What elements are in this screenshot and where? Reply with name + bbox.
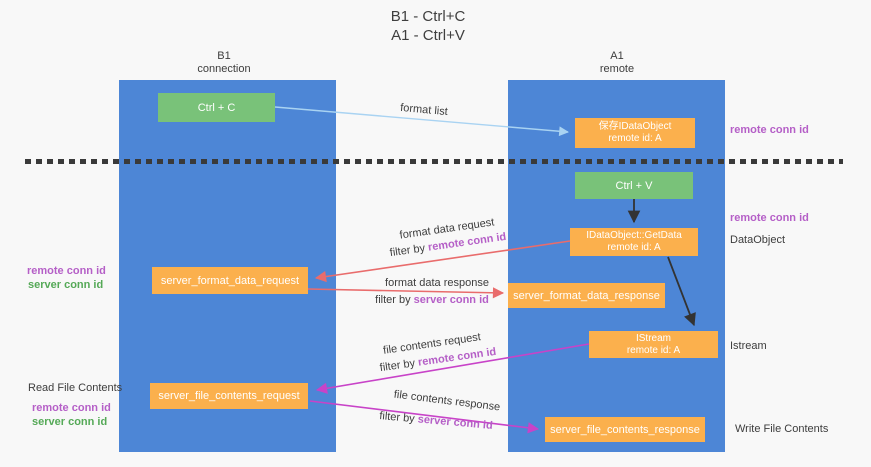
lane-a1-name: A1 bbox=[610, 50, 624, 62]
idataobject-getdata-box: IDataObject::GetData remote id: A bbox=[570, 228, 698, 256]
server-format-data-response-label: server_format_data_response bbox=[513, 289, 660, 302]
write-file-contents-label: Write File Contents bbox=[735, 423, 829, 435]
server-conn-id-side-label-left: server conn id bbox=[28, 279, 104, 291]
server-file-contents-response-label: server_file_contents_response bbox=[550, 423, 700, 436]
istream-line2: remote id: A bbox=[626, 344, 681, 356]
server-file-contents-request-box: server_file_contents_request bbox=[150, 383, 308, 409]
read-file-contents-label: Read File Contents bbox=[28, 382, 123, 394]
ctrl-c-label: Ctrl + C bbox=[197, 101, 236, 114]
machine-boundary-divider bbox=[25, 159, 843, 164]
getdata-line2: remote id: A bbox=[607, 242, 661, 253]
diagram-title: B1 - Ctrl+C A1 - Ctrl+V bbox=[391, 7, 466, 45]
lane-a1-subtitle: remote bbox=[599, 63, 635, 75]
getdata-line1: IDataObject::GetData bbox=[586, 230, 682, 241]
server-file-contents-response-box: server_file_contents_response bbox=[545, 417, 705, 442]
filter-by-text: filter by bbox=[378, 410, 416, 426]
istream-box: IStream remote id: A bbox=[589, 331, 718, 358]
server-conn-id-text: server conn id bbox=[413, 294, 489, 306]
server-format-data-request-label: server_format_data_request bbox=[160, 274, 300, 287]
lane-header-b1: B1 connection bbox=[197, 50, 250, 76]
lane-b1-subtitle: connection bbox=[197, 63, 251, 75]
filter-by-text: filter by bbox=[375, 294, 411, 306]
title-line-1: B1 - Ctrl+C bbox=[390, 8, 466, 25]
format-list-label: format list bbox=[399, 101, 449, 119]
dataobject-side-label: DataObject bbox=[730, 234, 786, 246]
save-idataobject-line1: 保存IDataObject bbox=[598, 121, 672, 132]
filter-by-text: filter by bbox=[379, 357, 416, 375]
save-idataobject-line2: remote id: A bbox=[608, 133, 662, 144]
ctrl-v-box: Ctrl + V bbox=[575, 172, 693, 199]
filter-by-server-conn-id-label-2: filter by server conn id bbox=[379, 410, 493, 432]
filter-by-text: filter by bbox=[389, 242, 426, 260]
server-conn-id-text: server conn id bbox=[417, 413, 494, 432]
ctrl-c-box: Ctrl + C bbox=[158, 93, 275, 122]
save-idataobject-box: 保存IDataObject remote id: A bbox=[575, 118, 695, 148]
format-data-response-label: format data response bbox=[385, 277, 489, 289]
lane-b1-name: B1 bbox=[217, 50, 231, 62]
server-format-data-request-box: server_format_data_request bbox=[152, 267, 308, 294]
server-file-contents-request-label: server_file_contents_request bbox=[158, 390, 300, 402]
lane-header-a1: A1 remote bbox=[600, 50, 634, 76]
ctrl-v-label: Ctrl + V bbox=[615, 179, 653, 192]
file-contents-response-label: file contents response bbox=[393, 388, 501, 414]
remote-conn-id-side-label-mid: remote conn id bbox=[730, 212, 809, 224]
remote-conn-id-side-label-left: remote conn id bbox=[27, 265, 106, 277]
title-line-2: A1 - Ctrl+V bbox=[391, 27, 465, 44]
server-conn-id-side-label-bottom: server conn id bbox=[32, 416, 108, 428]
istream-line1: IStream bbox=[635, 332, 671, 344]
remote-conn-id-side-label-top: remote conn id bbox=[730, 124, 809, 136]
istream-side-label: Istream bbox=[730, 340, 767, 352]
server-format-data-response-box: server_format_data_response bbox=[508, 283, 665, 308]
remote-conn-id-side-label-bottom: remote conn id bbox=[32, 402, 111, 414]
filter-by-server-conn-id-label-1: filter by server conn id bbox=[375, 294, 489, 306]
format-data-response-arrow bbox=[307, 287, 505, 299]
